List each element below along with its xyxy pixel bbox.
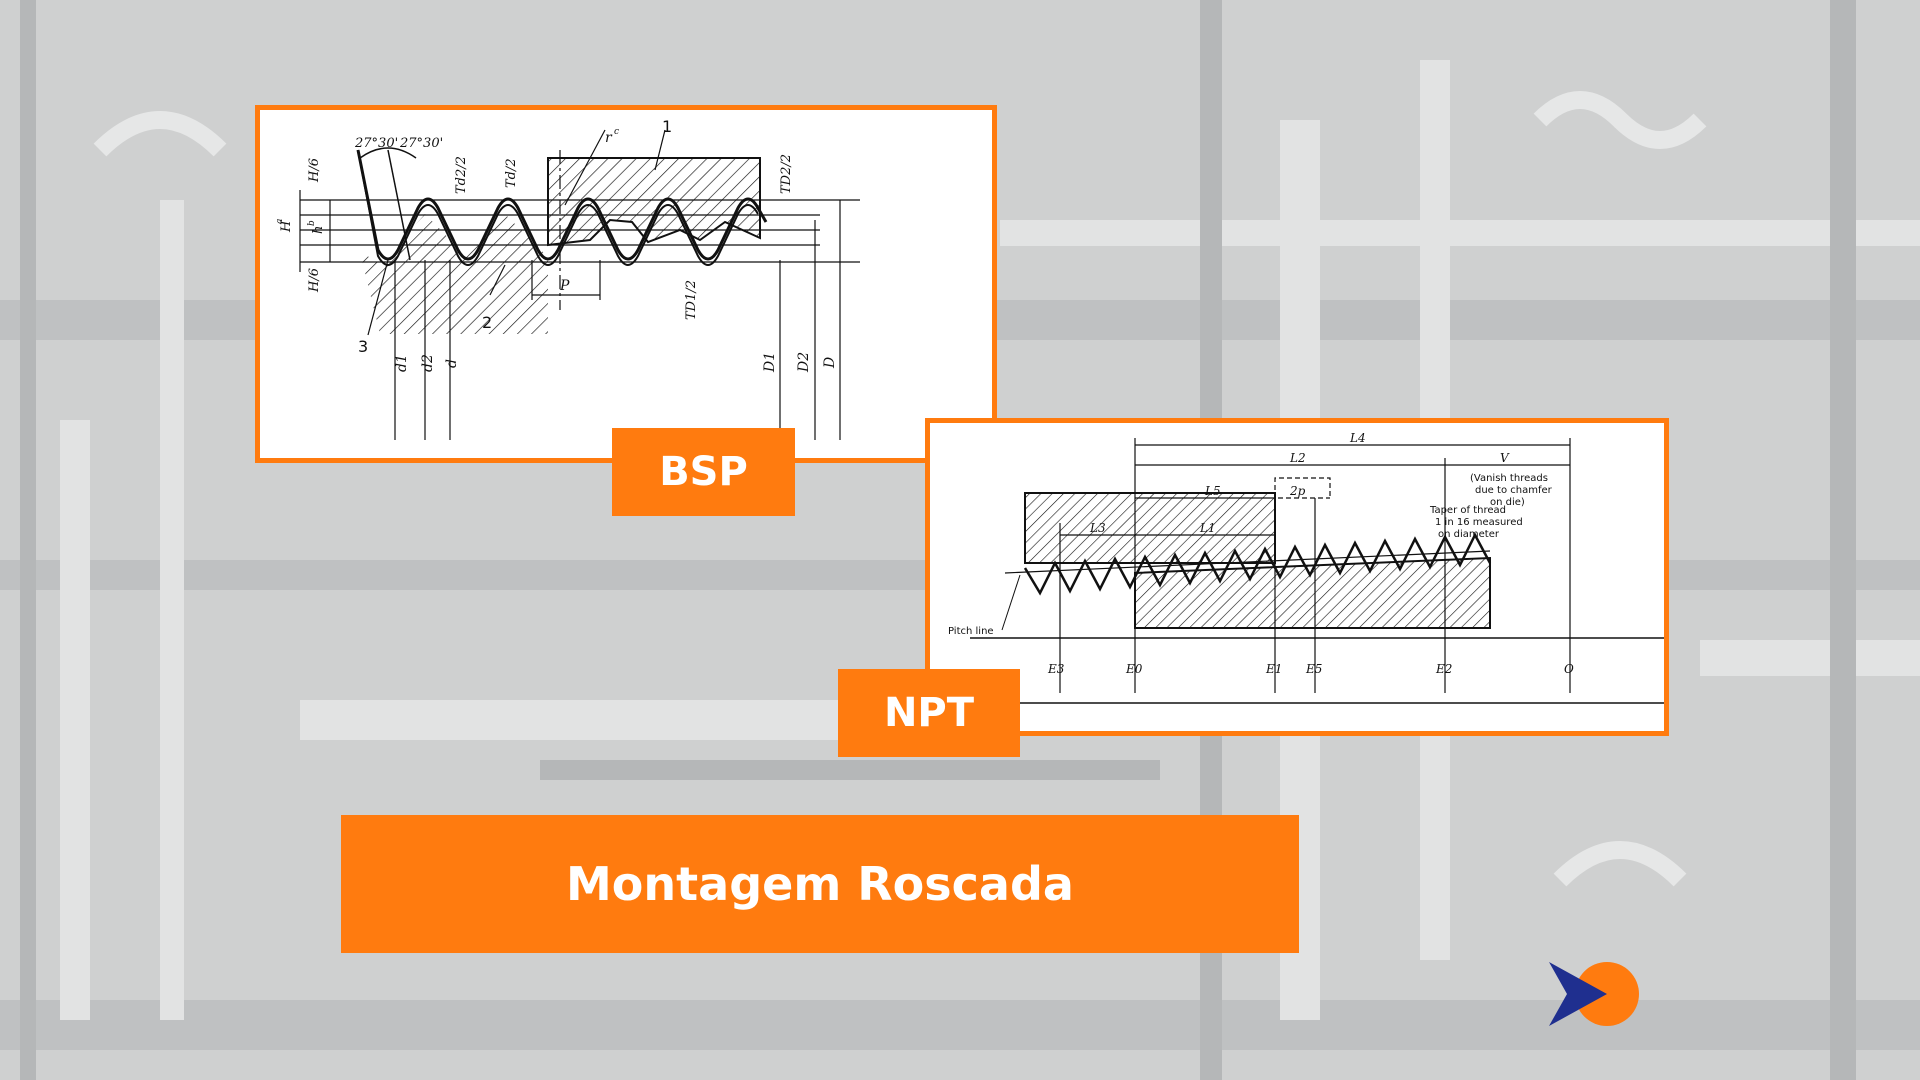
d1-label: d1	[394, 354, 410, 372]
E2-label: E2	[1435, 662, 1452, 676]
callout-2: 2	[482, 313, 492, 332]
td2-label: Td2/2	[454, 156, 469, 194]
TD2-label: TD2/2	[779, 154, 794, 194]
taper-note: Taper of thread 1 in 16 measured on diam…	[1429, 505, 1526, 540]
angle-left-label: 27°30'	[354, 136, 398, 151]
L1-label: L1	[1199, 521, 1216, 535]
angle-right-label: 27°30'	[399, 136, 443, 151]
callout-1: 1	[662, 117, 672, 136]
2p-label: 2p	[1289, 484, 1306, 498]
D2-label: D2	[796, 352, 812, 373]
h6-top-label: H/6	[307, 158, 322, 183]
npt-thread-diagram: L4 L2 V L5 2p L3 L1 (Vanish threads due …	[948, 431, 1664, 704]
title-banner: Montagem Roscada	[341, 815, 1299, 953]
O-label: O	[1564, 662, 1574, 676]
d2-label: d2	[420, 354, 436, 372]
r-label: r	[605, 130, 613, 146]
h6-bottom-label: H/6	[307, 268, 322, 293]
E3-label: E3	[1047, 662, 1065, 676]
L2-label: L2	[1289, 451, 1306, 465]
vanish-threads-note: (Vanish threads due to chamfer on die)	[1470, 473, 1555, 508]
D1-label: D1	[762, 352, 778, 373]
callout-3: 3	[358, 337, 368, 356]
d-label: d	[444, 359, 460, 368]
E0-label: E0	[1125, 662, 1143, 676]
TD1-label: TD1/2	[684, 280, 699, 320]
bsp-diagram-panel: 27°30' 27°30' H/6 H/6 H a h b Td2/2 Td/2…	[255, 105, 997, 463]
E1-label: E1	[1265, 662, 1282, 676]
td-label: Td/2	[504, 158, 519, 188]
L5-label: L5	[1204, 484, 1221, 498]
h-label: h	[311, 226, 326, 234]
bsp-tag: BSP	[612, 428, 795, 516]
H-superscript: a	[275, 219, 285, 224]
bsp-thread-diagram: 27°30' 27°30' H/6 H/6 H a h b Td2/2 Td/2…	[275, 117, 860, 440]
npt-tag: NPT	[838, 669, 1020, 757]
pitch-line-label: Pitch line	[948, 626, 994, 637]
H-label: H	[279, 220, 294, 233]
npt-diagram-panel: L4 L2 V L5 2p L3 L1 (Vanish threads due …	[925, 418, 1669, 736]
h-superscript: b	[307, 220, 317, 226]
L3-label: L3	[1089, 521, 1106, 535]
r-superscript: c	[614, 127, 619, 137]
pitch-label: P	[559, 278, 570, 294]
D-label: D	[822, 357, 838, 369]
play-arrow-orange-circle-logo	[1549, 962, 1639, 1026]
E5-label: E5	[1305, 662, 1322, 676]
L4-label: L4	[1349, 431, 1366, 445]
V-label: V	[1500, 451, 1510, 465]
